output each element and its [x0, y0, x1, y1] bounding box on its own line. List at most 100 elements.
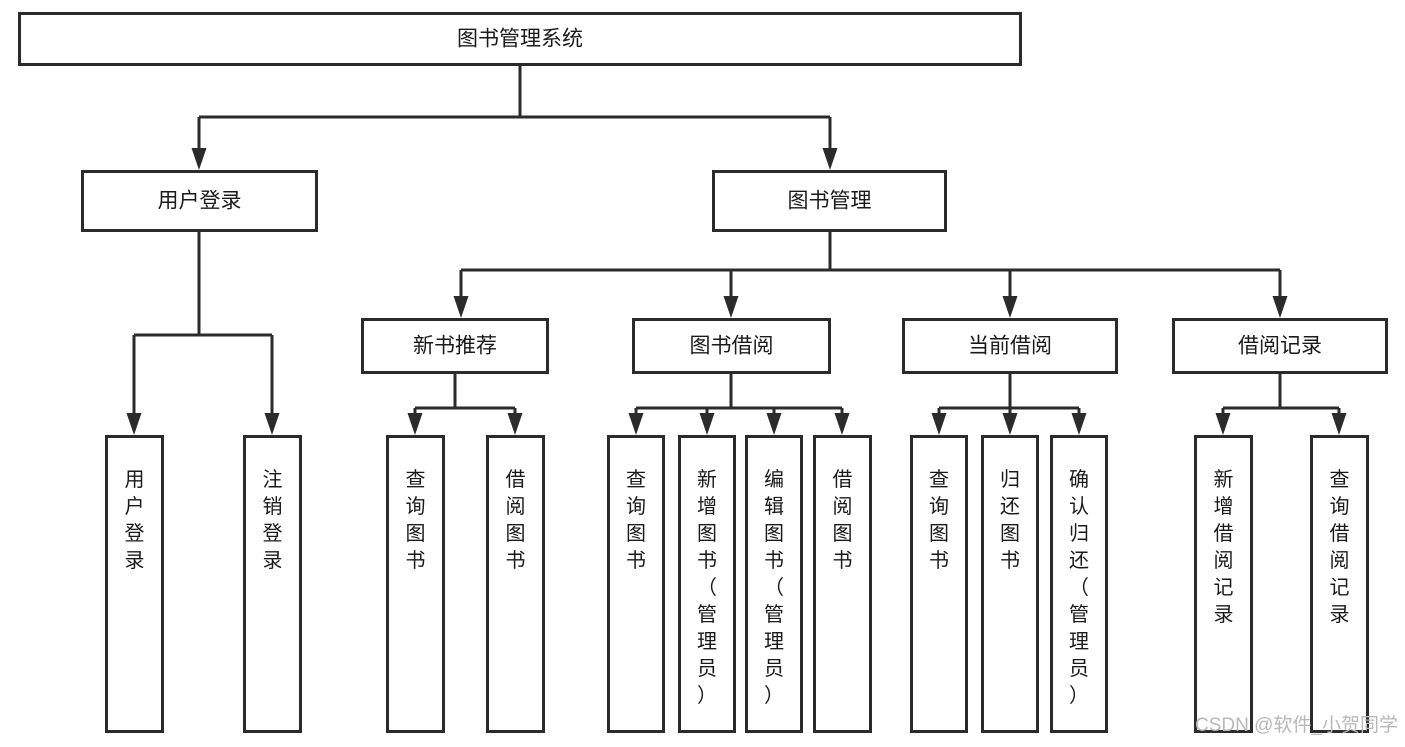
node-label-char: 管: [1069, 603, 1089, 626]
connector-borrowrecord-to-leaves: [1215, 374, 1347, 435]
node-label-char: 管: [697, 603, 717, 626]
csdn-watermark: CSDN @软件_小贺同学: [1195, 714, 1398, 736]
node-label-char: 借: [1214, 522, 1234, 545]
node-label: 借阅记录: [1238, 335, 1322, 358]
node-rect[interactable]: [1310, 435, 1369, 733]
node-label-char: 阅: [506, 495, 526, 518]
node-label-char: ）: [1069, 684, 1089, 707]
connector-arrowhead: [1002, 413, 1018, 435]
node-rect[interactable]: [243, 435, 302, 733]
connector-arrowhead: [407, 413, 423, 435]
node-rect[interactable]: [712, 170, 947, 232]
node-new-book-recommend[interactable]: 新书推荐: [361, 318, 549, 374]
node-rect[interactable]: [632, 318, 831, 374]
node-label-char: 查: [406, 468, 426, 491]
node-rect[interactable]: [81, 170, 318, 232]
node-label-char: 书: [929, 549, 949, 572]
node-label-char: 图: [1000, 523, 1020, 545]
node-label-char: 书: [406, 549, 426, 572]
node-book-management[interactable]: 图书管理: [712, 170, 947, 232]
node-rect[interactable]: [105, 435, 164, 733]
node-rect[interactable]: [1194, 435, 1253, 733]
connector-arrowhead: [453, 296, 469, 318]
node-rect[interactable]: [813, 435, 872, 733]
node-label-char: 图: [833, 523, 853, 545]
node-label-char: 借: [1330, 522, 1350, 545]
connector-arrowhead: [931, 413, 947, 435]
node-label-char: （: [764, 576, 784, 599]
node-label-char: 查: [929, 468, 949, 491]
node-label-char: 录: [125, 550, 145, 572]
node-label-char: 阅: [1330, 549, 1350, 572]
connector-arrowhead: [766, 413, 782, 435]
node-user-login[interactable]: 用户登录: [81, 170, 318, 232]
node-label-char: ）: [697, 684, 717, 707]
connector-arrowhead: [1002, 296, 1018, 318]
node-current-borrow[interactable]: 当前借阅: [902, 318, 1118, 374]
node-label-char: 图: [929, 523, 949, 545]
node-label: 新书推荐: [413, 335, 497, 358]
node-root[interactable]: 图书管理系统: [18, 12, 1022, 66]
node-label-char: 员: [697, 658, 717, 680]
node-label-char: 阅: [1214, 549, 1234, 572]
node-book-borrow[interactable]: 图书借阅: [632, 318, 831, 374]
node-rect[interactable]: [1050, 435, 1108, 733]
node-rect[interactable]: [1172, 318, 1388, 374]
node-label-char: 图: [697, 523, 717, 545]
node-rect[interactable]: [361, 318, 549, 374]
node-label-char: 记: [1214, 576, 1234, 599]
node-rect[interactable]: [981, 435, 1039, 733]
connector-arrowhead: [264, 413, 280, 435]
connector-arrowhead: [628, 413, 644, 435]
node-label-char: 图: [506, 523, 526, 545]
node-rect[interactable]: [486, 435, 545, 733]
node-leaf-user-login[interactable]: 用户登录: [105, 435, 164, 733]
node-label-char: 增: [1214, 495, 1234, 518]
node-label-char: 还: [1069, 549, 1089, 572]
node-label-char: 户: [125, 495, 145, 518]
node-rect[interactable]: [607, 435, 665, 733]
node-label-char: ）: [764, 684, 784, 707]
node-label-char: 管: [764, 603, 784, 626]
node-rect[interactable]: [386, 435, 445, 733]
node-label-char: 确: [1069, 468, 1089, 491]
node-label-char: 新: [1214, 468, 1234, 491]
node-rect[interactable]: [18, 12, 1022, 66]
node-label-char: 还: [1000, 495, 1020, 518]
node-label-char: 书: [626, 549, 646, 572]
node-label-char: 询: [406, 495, 426, 518]
connector-currentborrow-to-leaves: [931, 374, 1087, 435]
nodes-layer: 图书管理系统用户登录图书管理新书推荐图书借阅当前借阅借阅记录用户登录注销登录查询…: [18, 12, 1388, 733]
connector-arrowhead: [191, 148, 207, 170]
connector-arrowhead: [1071, 413, 1087, 435]
connector-newbook-to-leaves: [407, 374, 523, 435]
node-label-char: 图: [626, 523, 646, 545]
node-label-char: 借: [833, 468, 853, 491]
node-label-char: （: [697, 576, 717, 599]
node-label-char: （: [1069, 576, 1089, 599]
node-label-char: 书: [697, 549, 717, 572]
connector-arrowhead: [1215, 413, 1231, 435]
node-rect[interactable]: [902, 318, 1118, 374]
connector-bookborrow-to-leaves: [628, 374, 850, 435]
node-borrow-record[interactable]: 借阅记录: [1172, 318, 1388, 374]
node-label-char: 询: [626, 495, 646, 518]
node-rect[interactable]: [745, 435, 803, 733]
node-rect[interactable]: [678, 435, 736, 733]
node-rect[interactable]: [910, 435, 968, 733]
connector-arrowhead: [507, 413, 523, 435]
node-label: 当前借阅: [968, 335, 1052, 358]
node-label-char: 理: [697, 631, 717, 653]
